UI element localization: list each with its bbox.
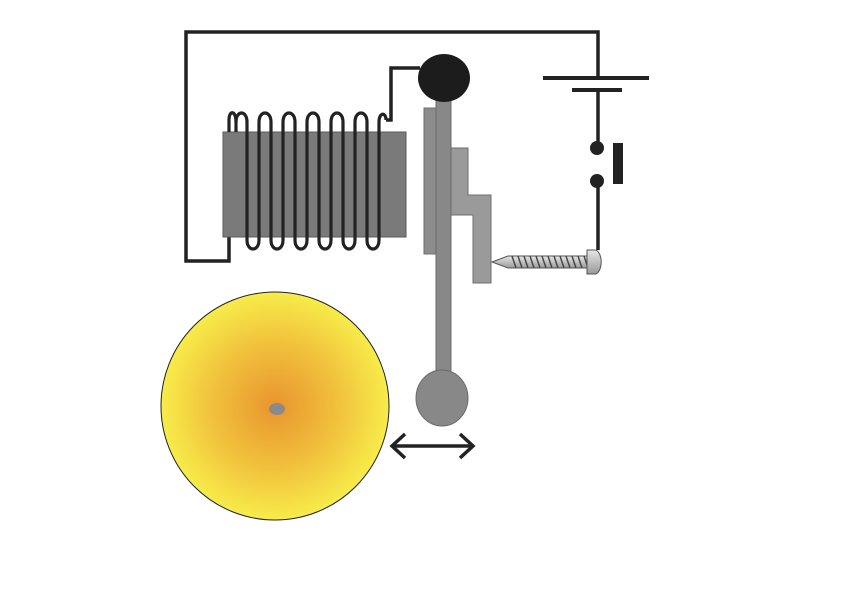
screw-threads bbox=[511, 255, 589, 269]
screw-thread bbox=[559, 255, 565, 269]
switch-contact-top bbox=[590, 141, 604, 155]
screw-head bbox=[586, 249, 602, 275]
screw-thread bbox=[517, 255, 523, 269]
armature-plate bbox=[423, 107, 438, 255]
screw-thread bbox=[541, 255, 547, 269]
motion-arrow-right-head bbox=[458, 432, 476, 460]
wire-loop bbox=[184, 30, 600, 263]
motion-arrow bbox=[389, 432, 476, 460]
spring-strip bbox=[449, 147, 492, 284]
coil-lead-in bbox=[227, 111, 238, 132]
screw-thread bbox=[535, 255, 541, 269]
switch-plunger bbox=[613, 143, 623, 184]
wire-coil-pivot bbox=[386, 66, 420, 122]
hammer-head bbox=[415, 369, 469, 427]
switch-contact-bottom bbox=[590, 174, 604, 188]
electromagnet-core bbox=[222, 131, 407, 238]
contact-screw bbox=[490, 249, 602, 275]
screw-thread bbox=[523, 255, 529, 269]
screw-thread bbox=[565, 255, 571, 269]
screw-thread bbox=[511, 255, 517, 269]
push-switch bbox=[590, 141, 623, 188]
screw-thread bbox=[571, 255, 577, 269]
motion-arrow-left-head bbox=[389, 432, 407, 460]
battery bbox=[543, 76, 649, 92]
screw-thread bbox=[529, 255, 535, 269]
coil-winding bbox=[234, 111, 388, 251]
armature-pivot bbox=[418, 54, 470, 102]
gong-center-bolt bbox=[269, 403, 285, 415]
screw-thread bbox=[553, 255, 559, 269]
screw-thread bbox=[547, 255, 553, 269]
screw-thread bbox=[577, 255, 583, 269]
hammer-arm bbox=[435, 87, 452, 387]
